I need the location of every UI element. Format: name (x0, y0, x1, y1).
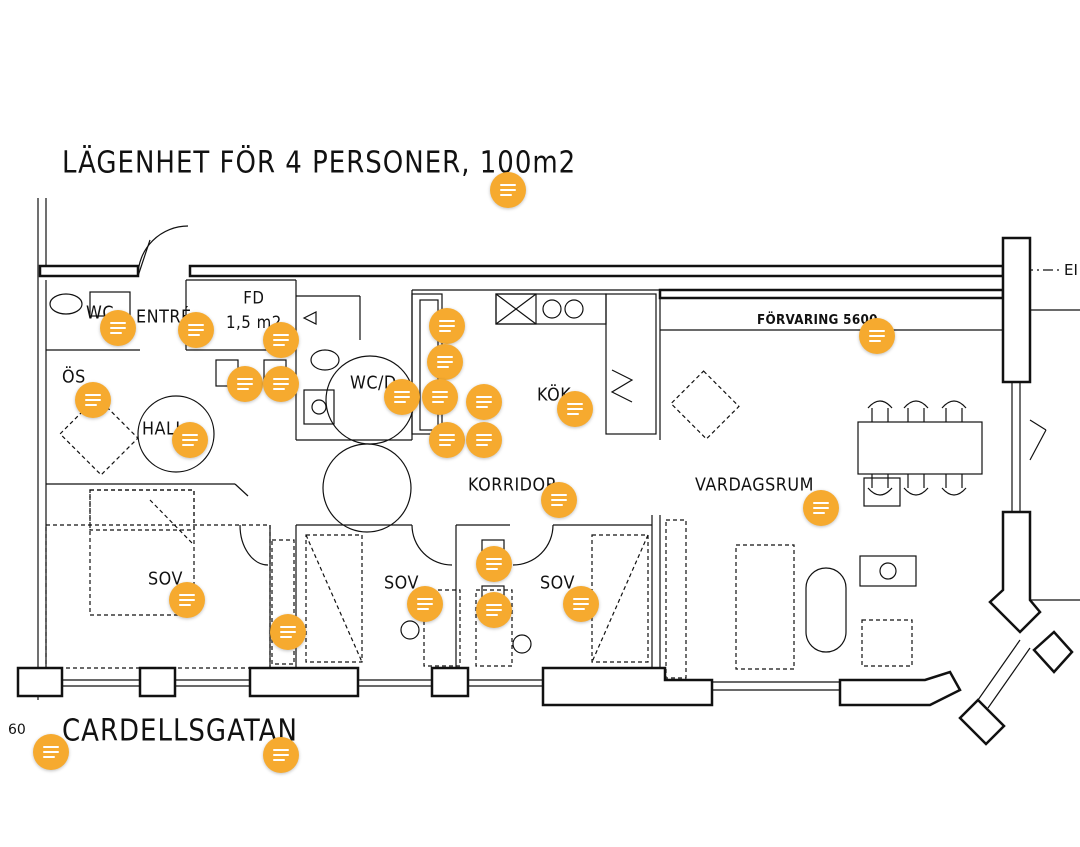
comment-lines-icon[interactable] (384, 379, 420, 415)
comment-lines-icon[interactable] (407, 586, 443, 622)
comment-lines-icon[interactable] (557, 391, 593, 427)
comment-lines-icon[interactable] (427, 344, 463, 380)
room-label-sov-3: SOV (540, 572, 575, 593)
room-label-wcd: WC/D (350, 372, 397, 393)
comment-lines-icon[interactable] (541, 482, 577, 518)
comment-lines-icon[interactable] (33, 734, 69, 770)
comment-lines-icon[interactable] (263, 366, 299, 402)
dimension-label: 60 (8, 722, 26, 738)
edge-label: EI (1064, 261, 1078, 279)
plan-title: LÄGENHET FÖR 4 PERSONER, 100m2 (62, 146, 577, 181)
comment-lines-icon[interactable] (803, 490, 839, 526)
room-label-fd-name: FD (243, 288, 265, 308)
comment-lines-icon[interactable] (429, 308, 465, 344)
top-wall (188, 264, 1005, 278)
right-column-top (1001, 236, 1032, 384)
comment-lines-icon[interactable] (263, 737, 299, 773)
comment-lines-icon[interactable] (172, 422, 208, 458)
room-label-entre: ENTRÉ (136, 306, 192, 327)
comment-lines-icon[interactable] (563, 586, 599, 622)
top-wall-left (38, 264, 140, 278)
comment-lines-icon[interactable] (476, 546, 512, 582)
comment-lines-icon[interactable] (263, 322, 299, 358)
room-label-sov-2: SOV (384, 572, 419, 593)
comment-lines-icon[interactable] (75, 382, 111, 418)
room-label-korridor: KORRIDOR (468, 474, 558, 495)
street-name: CARDELLSGATAN (62, 714, 298, 749)
comment-lines-icon[interactable] (490, 172, 526, 208)
comment-lines-icon[interactable] (178, 312, 214, 348)
room-label-sov-1: SOV (148, 568, 183, 589)
comment-lines-icon[interactable] (476, 592, 512, 628)
comment-lines-icon[interactable] (227, 366, 263, 402)
comment-lines-icon[interactable] (422, 379, 458, 415)
room-label-os: ÖS (62, 366, 86, 387)
room-label-forvaring: FÖRVARING 5600 (757, 312, 878, 328)
comment-lines-icon[interactable] (270, 614, 306, 650)
comment-lines-icon[interactable] (100, 310, 136, 346)
comment-lines-icon[interactable] (859, 318, 895, 354)
comment-lines-icon[interactable] (429, 422, 465, 458)
comment-lines-icon[interactable] (466, 422, 502, 458)
comment-lines-icon[interactable] (466, 384, 502, 420)
room-label-vardagsrum: VARDAGSRUM (695, 474, 814, 495)
comment-lines-icon[interactable] (169, 582, 205, 618)
